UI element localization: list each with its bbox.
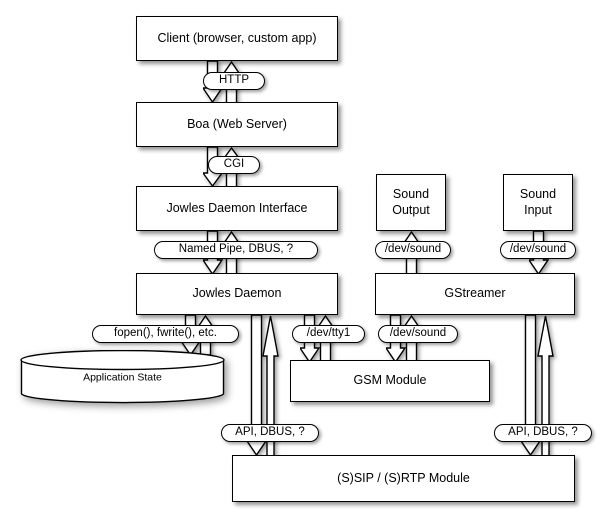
node-client[interactable]: Client (browser, custom app)	[136, 16, 338, 61]
node-jowles-daemon-label: Jowles Daemon	[192, 286, 282, 301]
node-jowles-daemon-interface-label: Jowles Daemon Interface	[166, 200, 308, 215]
edge-label-api-dbus-left: API, DBUS, ?	[221, 424, 319, 442]
node-sound-output-label: Sound Output	[392, 187, 430, 217]
edge-label-fopen-fwrite: fopen(), fwrite(), etc.	[92, 325, 239, 343]
edge-label-dev-sound-input: /dev/sound	[500, 241, 576, 259]
node-gsm-module-label: GSM Module	[353, 373, 427, 388]
node-sound-input-label: Sound Input	[519, 187, 557, 217]
node-application-state[interactable]: Application State	[20, 350, 225, 404]
edge-label-named-pipe-dbus: Named Pipe, DBUS, ?	[154, 241, 318, 259]
edge-label-api-dbus-right: API, DBUS, ?	[494, 424, 592, 442]
node-sound-input[interactable]: Sound Input	[503, 174, 573, 231]
node-gstreamer[interactable]: GStreamer	[375, 273, 575, 315]
node-client-label: Client (browser, custom app)	[157, 30, 317, 45]
node-sound-output[interactable]: Sound Output	[376, 174, 446, 231]
edge-label-cgi: CGI	[208, 156, 260, 174]
edge-label-dev-sound-output: /dev/sound	[375, 241, 451, 259]
node-gsm-module[interactable]: GSM Module	[290, 360, 490, 402]
edge-label-http: HTTP	[203, 72, 265, 90]
node-boa-web-server[interactable]: Boa (Web Server)	[136, 102, 338, 147]
node-sip-rtp-module[interactable]: (S)SIP / (S)RTP Module	[232, 455, 575, 502]
node-jowles-daemon[interactable]: Jowles Daemon	[136, 273, 338, 315]
edge-label-dev-tty1: /dev/tty1	[292, 325, 365, 343]
node-boa-web-server-label: Boa (Web Server)	[187, 116, 287, 131]
node-gstreamer-label: GStreamer	[444, 286, 506, 301]
edge-label-dev-sound-gsm: /dev/sound	[378, 325, 458, 343]
node-jowles-daemon-interface[interactable]: Jowles Daemon Interface	[136, 186, 338, 231]
node-sip-rtp-module-label: (S)SIP / (S)RTP Module	[337, 470, 470, 485]
